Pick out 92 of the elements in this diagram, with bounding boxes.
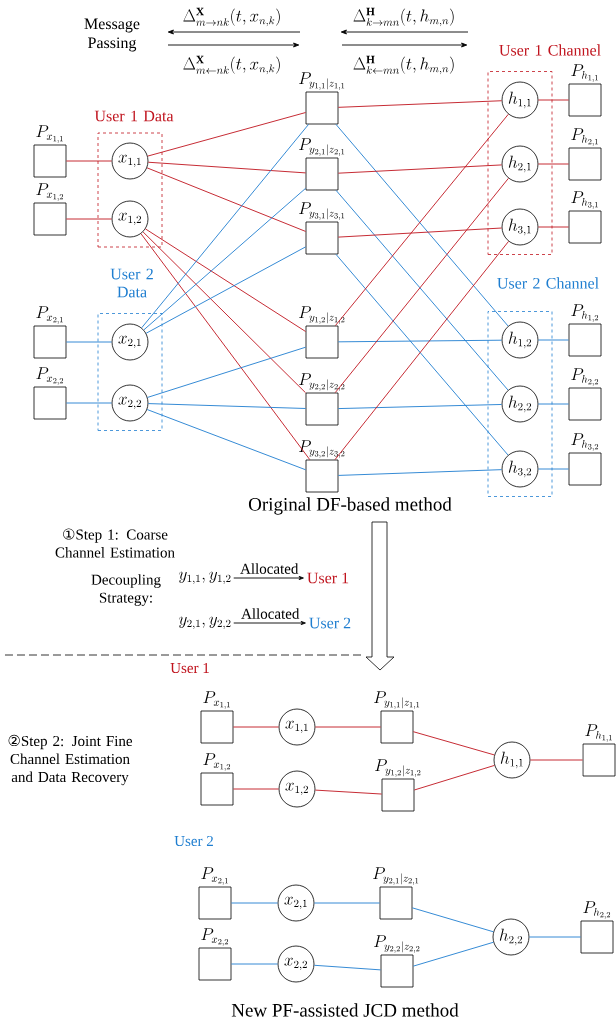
edge-label: Allocated: [240, 563, 299, 574]
signal-label: $y_{2,1},y_{2,2}$: [178, 616, 231, 630]
edge-line: [537, 339, 570, 341]
edge-line: [314, 789, 383, 795]
edge-line: [313, 902, 381, 904]
factor-label: $P_{h_{2,1}}$: [571, 128, 598, 146]
edge-line: [232, 726, 280, 728]
edge-line: [337, 164, 503, 174]
factor-label: $P_{x_{2,2}}$: [201, 928, 229, 946]
edge-line: [337, 404, 503, 410]
formula-label: $\Delta^{\mathbf{H}}_{k\leftarrow mn}(t,h_{m,n})$: [353, 55, 454, 75]
edge-line: [147, 346, 307, 398]
edge-line: [146, 409, 307, 471]
edge-line: [140, 233, 311, 461]
edge-line: [337, 227, 503, 238]
edge-line: [412, 941, 494, 967]
group-label: User 2 Channel: [497, 277, 599, 289]
factor-label: $P_{x_{1,2}}$: [203, 753, 231, 771]
factor-label: $P_{x_{2,1}}$: [201, 867, 228, 885]
edge-line: [412, 731, 495, 756]
edge-line: [65, 160, 113, 162]
edge-line: [65, 402, 113, 404]
edge-line: [145, 228, 307, 332]
edge-line: [337, 100, 503, 108]
edge-line: [141, 123, 309, 329]
group-label: User 2 Data: [110, 268, 153, 298]
group-label: User 1 Channel: [499, 44, 601, 56]
group-label: User 1 Data: [94, 110, 174, 122]
edge-line: [537, 99, 570, 101]
factor-label: $P_{y_{1,2}|z_{1,2}}$: [299, 306, 345, 324]
edge-line: [537, 163, 570, 165]
edge-line: [142, 231, 307, 394]
factor-label: $P_{x_{2,1}}$: [36, 306, 63, 324]
edge-line: [411, 907, 494, 933]
text-label: User 1: [170, 663, 209, 674]
edge-line: [65, 341, 113, 343]
formula-label: $\Delta^{\mathbf{X}}_{m\leftarrow nk}(t,x_{n,k})$: [183, 55, 280, 75]
text-label: Message Passing: [84, 18, 140, 52]
factor-label: $P_{y_{2,1}|z_{2,1}}$: [373, 867, 419, 885]
edge-line: [146, 167, 307, 232]
factor-label: $P_{y_{3,2}|z_{3,2}}$: [299, 440, 345, 458]
edge-line: [537, 403, 570, 405]
factor-label: $P_{y_{2,2}|z_{2,2}}$: [374, 935, 420, 953]
text-label: ②Step 2: Joint Fine Channel Estimation and Data Recovery: [8, 734, 133, 786]
edge-line: [537, 226, 570, 228]
factor-label: $P_{h_{2,2}}$: [571, 368, 599, 386]
factor-label: $P_{h_{1,1}}$: [571, 64, 598, 82]
formula-label: $\Delta^{\mathbf{H}}_{k\rightarrow mn}(t,h_{m,n})$: [353, 7, 454, 27]
factor-label: $P_{x_{1,1}}$: [203, 691, 230, 709]
factor-label: $P_{h_{3,1}}$: [571, 191, 598, 209]
factor-label: $P_{h_{1,2}}$: [571, 304, 599, 322]
edge-line: [230, 902, 279, 904]
user-label: User 2: [309, 617, 351, 629]
caption: New PF-assisted JCD method: [231, 1003, 459, 1017]
edge-line: [337, 339, 503, 343]
arrow: [233, 575, 304, 581]
edge-line: [337, 469, 503, 476]
edge-line: [143, 187, 307, 331]
text-label: User 2: [174, 836, 213, 847]
signal-label: $y_{1,1},y_{1,2}$: [178, 571, 231, 585]
edge-line: [145, 246, 307, 334]
factor-label: $P_{h_{1,1}}$: [585, 724, 612, 742]
edge-line: [230, 963, 279, 965]
factor-label: $P_{x_{1,2}}$: [36, 183, 64, 201]
user-label: User 1: [307, 572, 349, 584]
factor-label: $P_{x_{1,1}}$: [36, 125, 63, 143]
factor-label: $P_{x_{2,2}}$: [36, 367, 64, 385]
edge-line: [147, 403, 307, 409]
edge-line: [413, 764, 495, 791]
factor-label: $P_{y_{1,1}|z_{1,1}}$: [374, 691, 420, 709]
edge-line: [65, 218, 113, 220]
edge-line: [313, 964, 382, 971]
text-label: ①Step 1: Coarse Channel Estimation: [55, 528, 175, 558]
text-label: Decoupling Strategy:: [91, 574, 161, 606]
edge-line: [537, 468, 570, 470]
edge-line: [529, 759, 584, 761]
edge-line: [528, 936, 582, 938]
factor-label: $P_{h_{2,2}}$: [583, 901, 611, 919]
edge-line: [314, 726, 382, 728]
formula-label: $\Delta^{\mathbf{X}}_{m\rightarrow nk}(t,x_{n,k})$: [183, 7, 280, 27]
factor-label: $P_{y_{2,2}|z_{2,2}}$: [299, 373, 345, 391]
caption: Original DF-based method: [248, 497, 452, 515]
factor-label: $P_{y_{2,1}|z_{2,1}}$: [299, 138, 345, 156]
edge-line: [232, 788, 280, 790]
factor-label: $P_{y_{1,2}|z_{1,2}}$: [375, 759, 421, 777]
edge-line: [147, 112, 307, 157]
factor-label: $P_{y_{1,1}|z_{1,1}}$: [299, 72, 345, 90]
factor-label: $P_{y_{3,1}|z_{3,1}}$: [299, 202, 345, 220]
factor-label: $P_{h_{3,2}}$: [571, 433, 599, 451]
arrow: [233, 620, 306, 626]
edge-line: [147, 161, 307, 174]
edge-label: Allocated: [241, 608, 300, 619]
